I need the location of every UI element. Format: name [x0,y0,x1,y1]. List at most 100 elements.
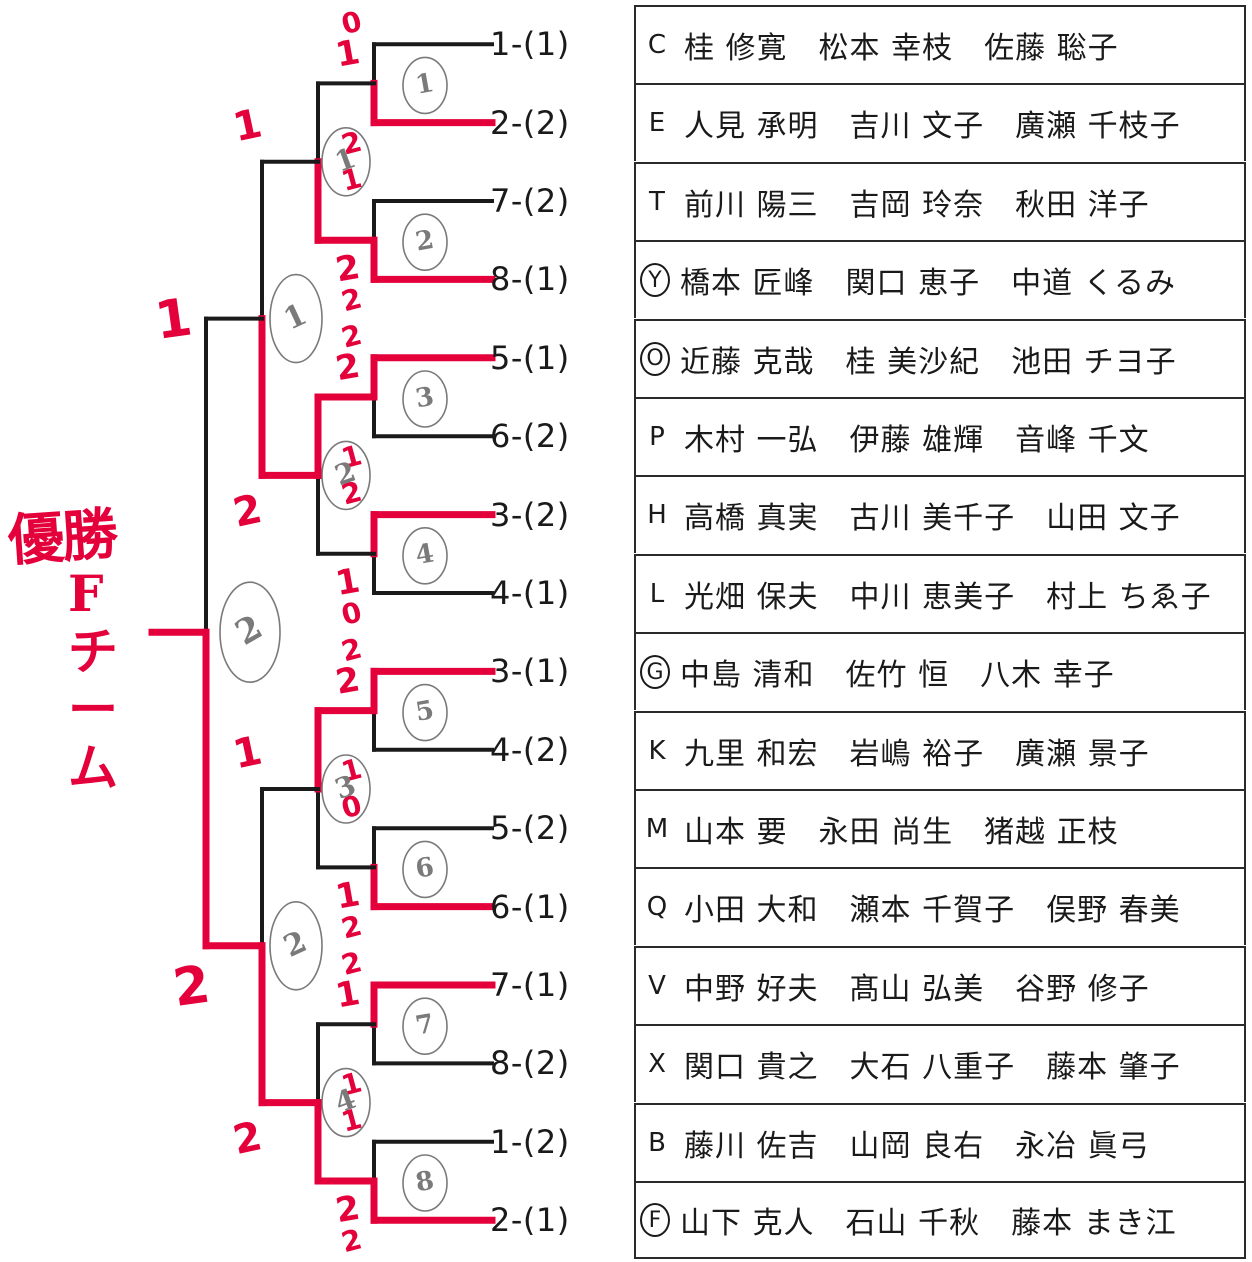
winner-team: Fチーム [68,564,118,797]
match-number: 7 [413,1009,436,1042]
team-member-names: 高橋 真実 古川 美千子 山田 文子 [684,501,1181,537]
team-letter: F [640,1203,670,1237]
winner-title: 優勝 [5,500,119,575]
score-mark: 1 [333,561,363,605]
match-number-circle [402,683,448,742]
team-letter: M [645,814,669,844]
team-member-names: 中野 好夫 髙山 弘美 谷野 修子 [684,971,1150,1007]
semi-number-circle [321,440,371,511]
score-mark: 2 [333,659,363,703]
team-row: F 山下 克人 石山 千秋 藤本 まき江 [634,1181,1246,1259]
team-row: Q 小田 大和 瀬本 千賀子 俣野 春美 [634,867,1246,946]
match-number-circle [402,997,448,1055]
team-letter: Q [646,892,668,923]
semi-number-circle [321,754,371,824]
match-number-circle [402,213,448,271]
final-number-circle [269,900,323,991]
team-letter: G [640,655,670,690]
seed-label: 6-(1) [490,887,570,926]
team-row: V 中野 好夫 髙山 弘美 谷野 修子 [634,945,1246,1024]
seed-label: 3-(2) [490,495,570,534]
team-letter: X [648,1049,666,1080]
team-row: T 前川 陽三 吉岡 玲奈 秋田 洋子 [634,161,1246,240]
team-row: B 藤川 佐吉 山岡 良右 永冶 眞弓 [634,1102,1246,1181]
score-mark: 2 [229,1113,266,1164]
semi-number-circle [321,127,371,197]
seed-label: 8-(2) [490,1044,570,1083]
team-letter: C [647,30,667,60]
team-member-names: 中島 清和 佐竹 恒 八木 幸子 [680,658,1115,694]
team-row: M 山本 要 永田 尚生 猪越 正枝 [634,789,1246,867]
seed-label: 4-(2) [490,730,570,769]
final-number-circle [269,273,323,364]
team-member-names: 光畑 保夫 中川 恵美子 村上 ちゑ子 [684,579,1212,615]
team-member-names: 九里 和宏 岩嶋 裕子 廣瀬 景子 [684,736,1150,772]
score-mark: 1 [229,100,266,151]
match-number-circle [402,840,448,899]
score-mark: 2 [333,1188,363,1232]
team-member-names: 関口 貴之 大石 八重子 藤本 肇子 [684,1050,1181,1086]
score-mark: 2 [333,346,363,390]
seed-label: 7-(2) [490,182,570,220]
seed-label: 1-(1) [490,25,570,64]
seed-label: 5-(2) [490,809,570,848]
team-member-names: 人見 承明 吉川 文子 廣瀬 千枝子 [684,109,1181,145]
seed-label: 3-(1) [490,652,570,691]
team-member-names: 近藤 克哉 桂 美沙紀 池田 チヨ子 [680,344,1177,380]
team-member-names: 桂 修寛 松本 幸枝 佐藤 聡子 [684,31,1119,66]
match-number: 8 [413,1166,436,1199]
team-row: G 中島 清和 佐竹 恒 八木 幸子 [634,632,1246,711]
team-letter: H [647,500,667,531]
champion-number-circle [219,581,281,684]
seed-label: 2-(1) [490,1201,570,1240]
score-mark: 1 [333,32,363,76]
team-member-names: 山下 克人 石山 千秋 藤本 まき江 [680,1206,1177,1241]
score-mark: 2 [333,247,363,291]
match-number-circle [402,1154,448,1212]
team-member-names: 山本 要 永田 尚生 猪越 正枝 [684,815,1119,850]
match-number-circle [402,56,448,115]
score-mark: 2 [169,955,213,1019]
team-letter: E [648,108,666,139]
team-member-names: 橋本 匠峰 関口 恵子 中道 くるみ [680,266,1177,302]
match-number: 1 [413,68,436,101]
team-member-names: 前川 陽三 吉岡 玲奈 秋田 洋子 [684,187,1150,223]
team-row: O 近藤 克哉 桂 美沙紀 池田 チヨ子 [634,318,1246,397]
match-number: 3 [413,382,436,415]
team-member-names: 小田 大和 瀬本 千賀子 俣野 春美 [684,893,1181,929]
score-mark: 1 [151,287,195,351]
team-letter: B [648,1127,666,1158]
team-letter: P [649,422,665,452]
team-letter: K [648,735,666,766]
team-letter: O [640,341,670,376]
seed-label: 8-(1) [490,260,570,299]
match-number-circle [402,526,448,585]
score-mark: 2 [229,486,266,537]
team-member-names: 木村 一弘 伊藤 雄輝 音峰 千文 [684,423,1150,458]
match-number: 4 [413,538,436,571]
team-row: E 人見 承明 吉川 文子 廣瀬 千枝子 [634,83,1246,162]
seed-label: 4-(1) [490,574,570,612]
team-letter: Y [640,263,670,298]
final-number: 2 [279,924,313,965]
team-row: C 桂 修寛 松本 幸枝 佐藤 聡子 [634,5,1246,83]
team-row: H 高橋 真実 古川 美千子 山田 文子 [634,475,1246,554]
champion-number: 2 [229,607,270,653]
match-number: 2 [413,225,436,258]
seed-label: 5-(1) [490,338,570,377]
seed-label: 2-(2) [490,103,570,142]
team-row: Y 橋本 匠峰 関口 恵子 中道 くるみ [634,240,1246,319]
team-letter: T [649,186,665,217]
score-mark: 1 [333,973,363,1017]
score-mark: 1 [229,728,266,779]
semi-number-circle [321,1067,371,1138]
team-member-names: 藤川 佐吉 山岡 良右 永冶 眞弓 [684,1128,1150,1164]
final-number: 1 [279,297,313,338]
seed-label: 1-(2) [490,1122,570,1161]
team-letter: V [648,970,666,1001]
score-mark: 1 [333,874,363,918]
match-number: 5 [413,695,436,728]
